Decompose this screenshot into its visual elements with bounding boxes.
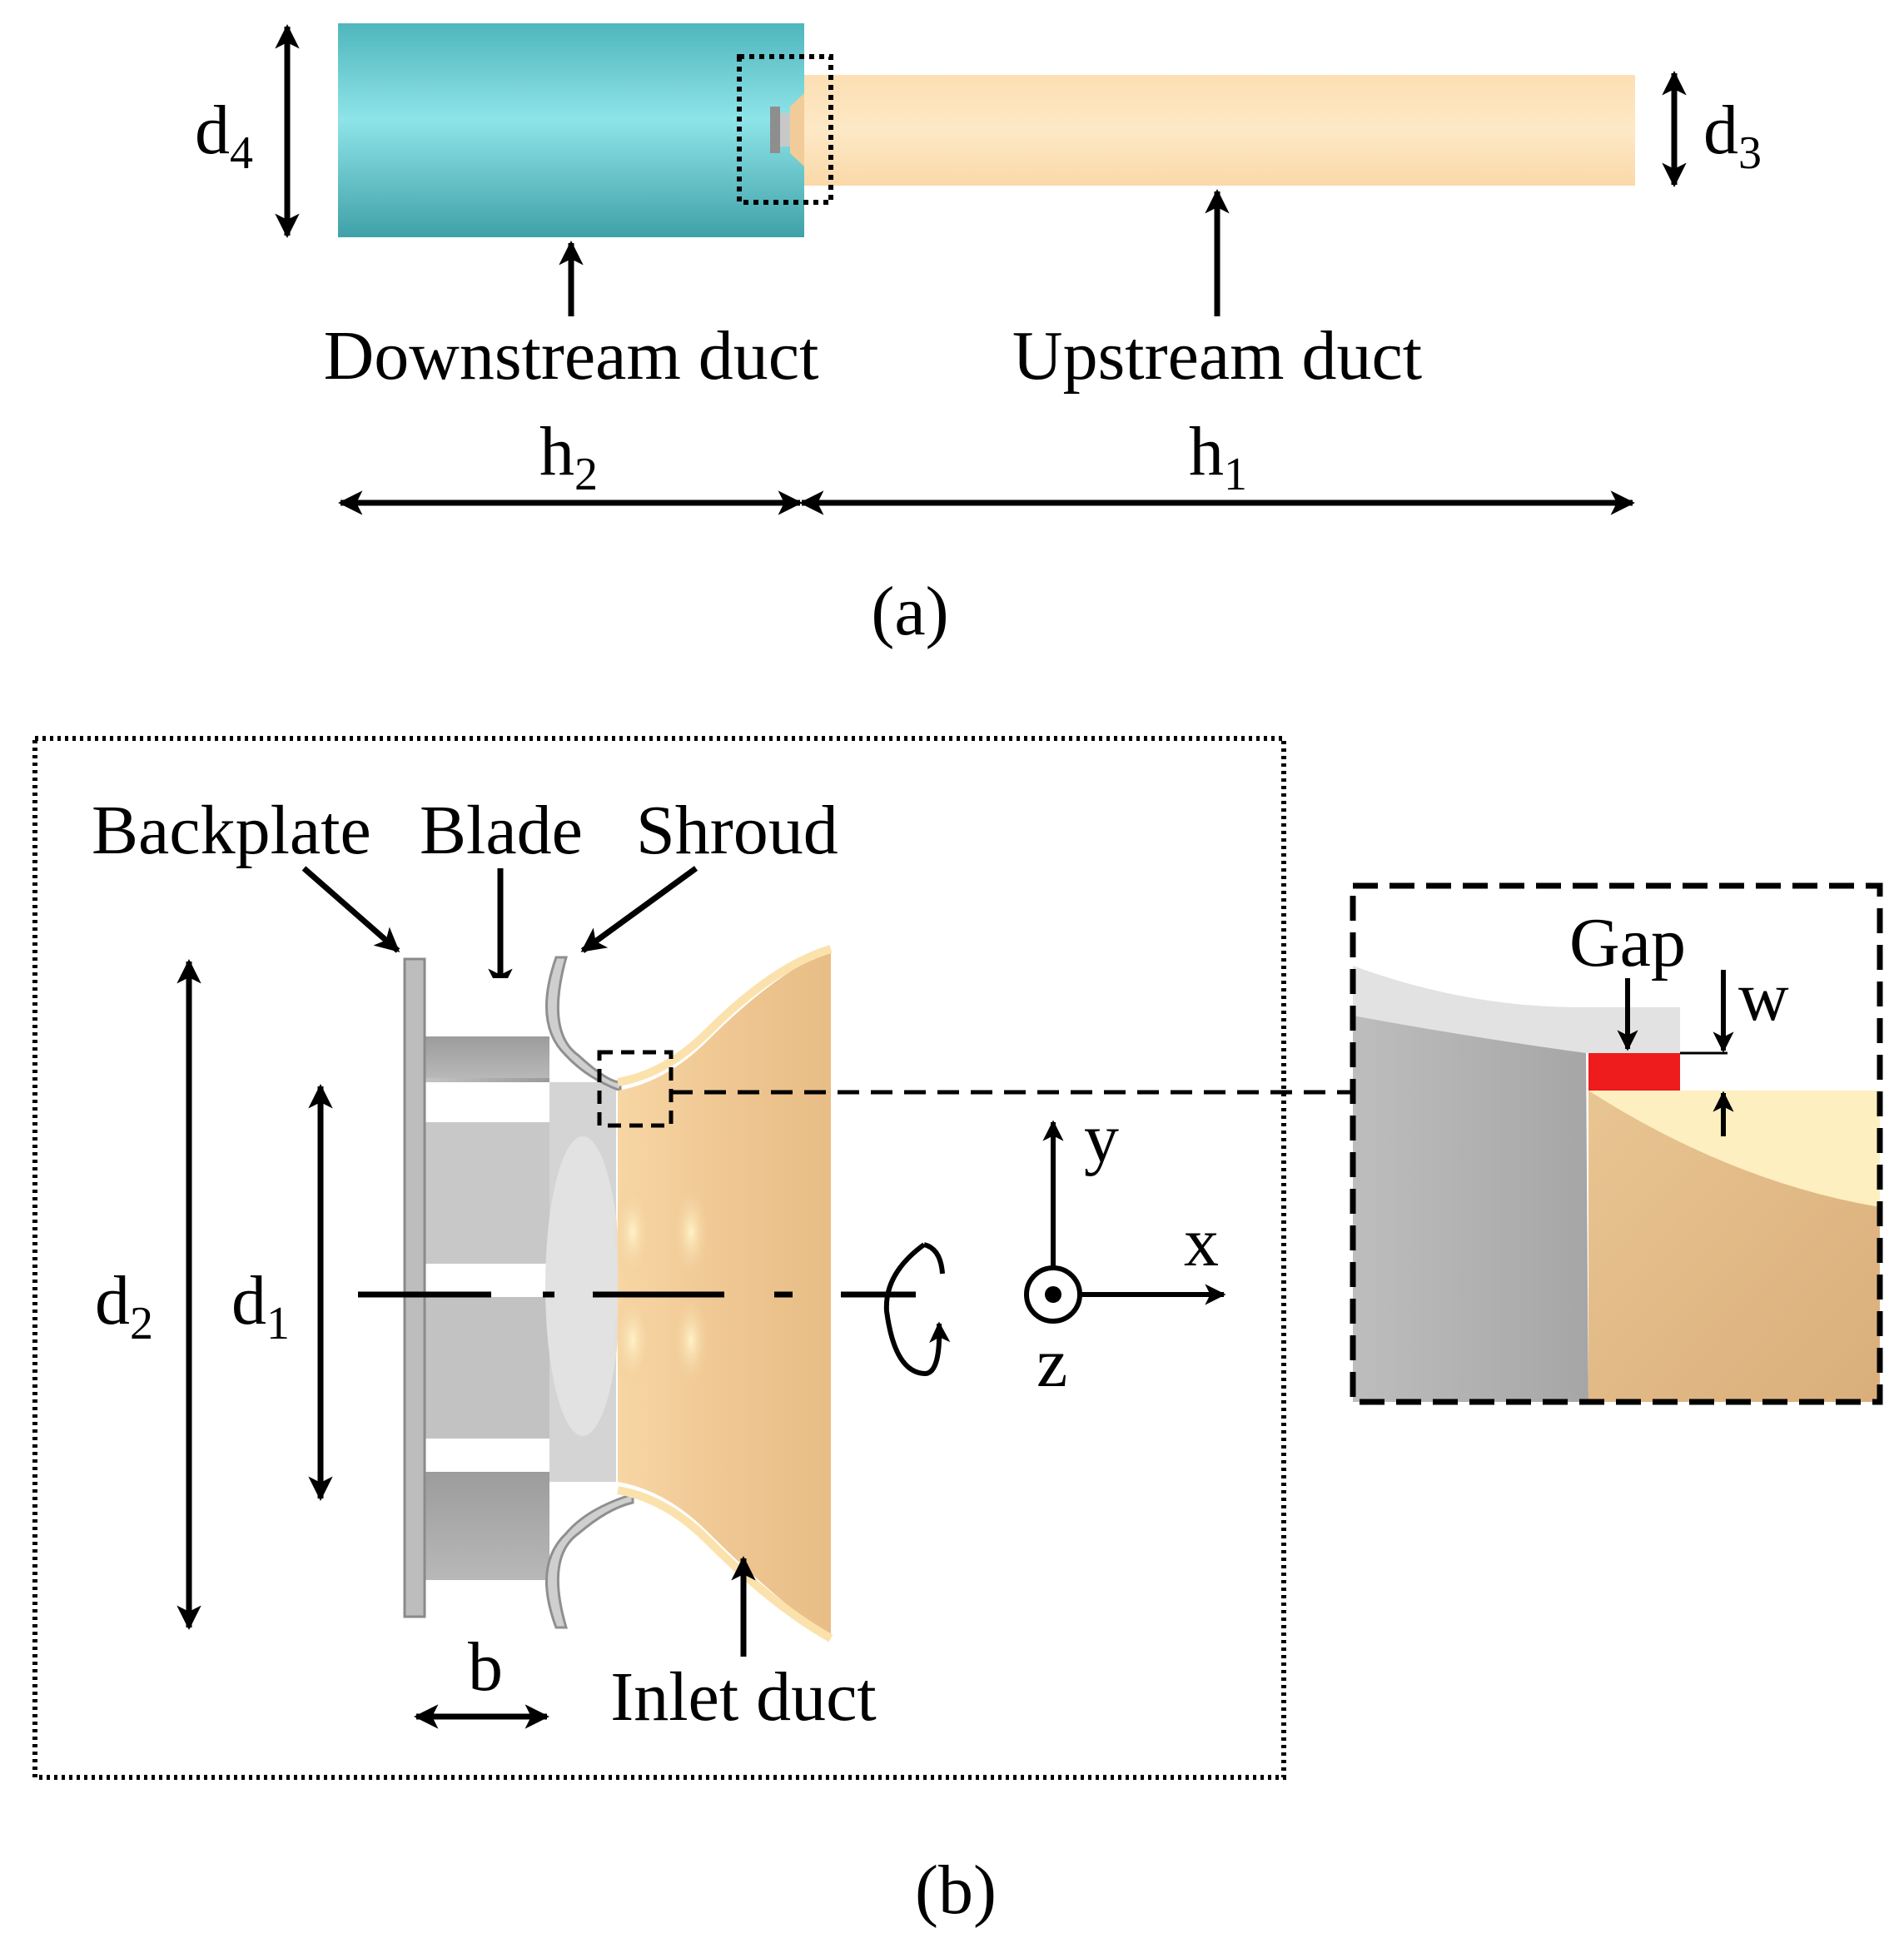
d2-label: d2 xyxy=(95,1262,153,1349)
impeller-glimpse xyxy=(770,107,780,153)
caption-b: (b) xyxy=(915,1851,997,1929)
h2-label: h2 xyxy=(539,413,598,500)
rotation-arrow xyxy=(883,1242,951,1377)
panel-a: d4 d3 Downstream duct Upstream duct h2 h… xyxy=(195,23,1762,650)
inlet-duct-label: Inlet duct xyxy=(610,1658,877,1736)
inset-frame xyxy=(1350,882,1883,1405)
b-label: b xyxy=(468,1628,503,1706)
panel-b-frame xyxy=(32,736,1286,1780)
inset-inlet-region xyxy=(1588,1091,1880,1402)
backplate-label: Backplate xyxy=(92,792,371,869)
shroud xyxy=(544,956,622,1093)
d4-label: d4 xyxy=(195,92,253,179)
downstream-duct-label: Downstream duct xyxy=(324,317,819,395)
upstream-duct xyxy=(804,75,1635,186)
y-axis-label: y xyxy=(1084,1100,1119,1177)
downstream-duct xyxy=(338,23,804,237)
d1-label: d1 xyxy=(231,1262,290,1349)
blade-label: Blade xyxy=(420,792,583,869)
shroud-label: Shroud xyxy=(636,792,838,869)
gap-region xyxy=(1588,1053,1680,1091)
caption-a: (a) xyxy=(871,573,948,650)
impeller xyxy=(403,956,634,1629)
panel-b: Backplate Blade Shroud xyxy=(32,736,1353,1929)
x-axis-label: x xyxy=(1184,1204,1219,1281)
backplate-pointer-arrow xyxy=(301,866,400,953)
backplate xyxy=(403,957,426,1618)
h1-label: h1 xyxy=(1189,413,1247,500)
gap-detail-inset: Gap w xyxy=(1350,882,1883,1405)
coordinate-axes: y x z xyxy=(1024,1100,1226,1402)
gap-label: Gap xyxy=(1569,904,1686,981)
zoom-region-box xyxy=(737,54,833,205)
z-axis-label: z xyxy=(1037,1324,1067,1402)
w-label: w xyxy=(1738,958,1789,1036)
upstream-duct-label: Upstream duct xyxy=(1012,317,1422,395)
d3-label: d3 xyxy=(1703,92,1762,179)
gap-zoom-region-box xyxy=(597,1050,674,1128)
shroud-pointer-arrow xyxy=(580,866,698,953)
inset-impeller-region xyxy=(1353,1016,1588,1402)
